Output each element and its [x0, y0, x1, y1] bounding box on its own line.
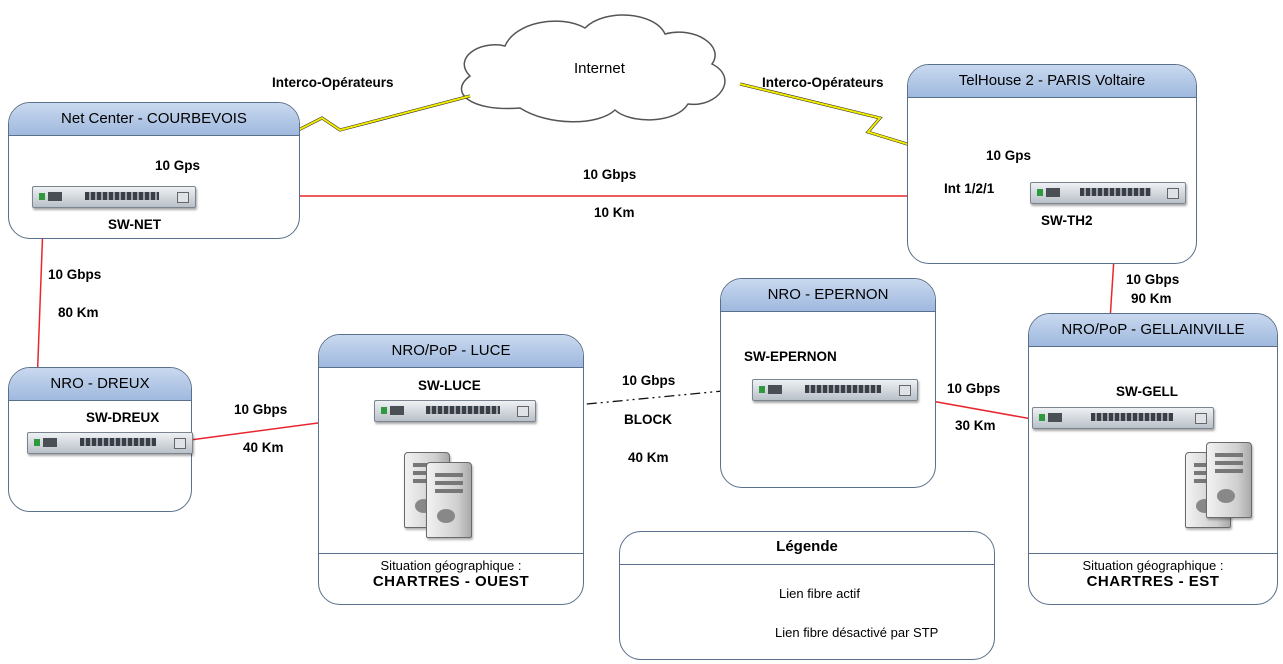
th2-uplink-speed: 10 Gps [986, 148, 1032, 163]
switch-label-net: SW-NET [108, 217, 161, 232]
switch-sw-net [32, 186, 196, 208]
switch-label-th2: SW-TH2 [1041, 213, 1093, 228]
location-caption: Situation géographique : [380, 558, 522, 573]
location-value: CHARTRES - OUEST [372, 573, 530, 590]
server-gell-2 [1206, 442, 1252, 518]
server-luce-2 [426, 462, 472, 538]
epernon-gell-speed: 10 Gbps [947, 381, 1001, 396]
epernon-gell-distance: 30 Km [955, 418, 996, 433]
switch-sw-epernon [752, 379, 918, 401]
location-value: CHARTRES - EST [1086, 573, 1220, 590]
switch-label-dreux: SW-DREUX [86, 410, 160, 425]
switch-label-epernon: SW-EPERNON [744, 349, 837, 364]
legend-disabled-label: Lien fibre désactivé par STP [775, 625, 939, 640]
switch-sw-dreux [27, 432, 193, 454]
dreux-luce-speed: 10 Gbps [234, 402, 288, 417]
site-title: Net Center - COURBEVOIS [9, 103, 299, 136]
legend-active-label: Lien fibre actif [779, 586, 860, 601]
site-footer: Situation géographique : CHARTRES - OUES… [319, 553, 583, 604]
switch-sw-gell [1032, 407, 1214, 429]
th2-interface: Int 1/2/1 [944, 181, 995, 196]
site-net-center: Net Center - COURBEVOIS [8, 102, 300, 239]
luce-epernon-speed: 10 Gbps [622, 373, 676, 388]
switch-sw-luce [374, 400, 536, 422]
interco-label-left: Interco-Opérateurs [272, 75, 394, 90]
site-title: NRO/PoP - GELLAINVILLE [1029, 314, 1277, 347]
net-dreux-distance: 80 Km [58, 305, 99, 320]
switch-sw-th2 [1030, 182, 1186, 204]
legend: Légende Lien fibre actif Lien fibre désa… [619, 531, 995, 660]
switch-label-gell: SW-GELL [1116, 384, 1178, 399]
link-luce-epernon-blocked [534, 387, 755, 410]
th2-gell-distance: 90 Km [1131, 291, 1172, 306]
site-title: NRO - EPERNON [721, 279, 935, 312]
luce-epernon-distance: 40 Km [628, 450, 669, 465]
net-th2-speed: 10 Gbps [583, 167, 637, 182]
internet-label: Internet [574, 60, 625, 77]
net-th2-distance: 10 Km [594, 205, 635, 220]
net-uplink-speed: 10 Gps [155, 158, 201, 173]
internet-cloud [460, 14, 726, 123]
site-footer: Situation géographique : CHARTRES - EST [1029, 553, 1277, 604]
site-title: NRO - DREUX [9, 368, 191, 401]
location-caption: Situation géographique : [1082, 558, 1224, 573]
interco-label-right: Interco-Opérateurs [762, 75, 884, 90]
dreux-luce-distance: 40 Km [243, 440, 284, 455]
site-title: TelHouse 2 - PARIS Voltaire [908, 65, 1196, 98]
site-title: NRO/PoP - LUCE [319, 335, 583, 368]
legend-title: Légende [776, 538, 838, 555]
net-dreux-speed: 10 Gbps [48, 267, 102, 282]
legend-divider [620, 564, 994, 565]
th2-gell-speed: 10 Gbps [1126, 272, 1180, 287]
site-telhouse: TelHouse 2 - PARIS Voltaire [907, 64, 1197, 264]
switch-label-luce: SW-LUCE [418, 378, 481, 393]
luce-epernon-state: BLOCK [624, 412, 672, 427]
